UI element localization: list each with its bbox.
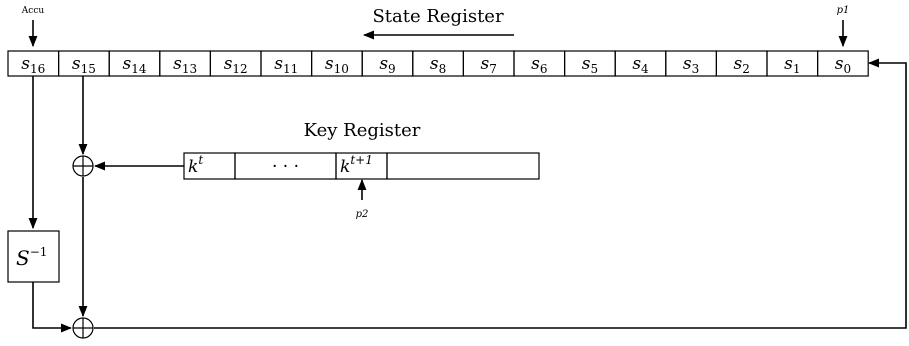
state-cell-label: s13 [173,54,197,76]
key-cell-label: kt [188,153,203,177]
p1-label: p1 [837,5,850,16]
xor-upper-icon [72,155,94,177]
state-cell-label: s10 [325,54,349,76]
xor-lower-icon [72,317,94,339]
key-cell-label: · · · [272,157,299,177]
state-cell-label: s9 [379,54,395,76]
state-cell-label: s14 [122,54,146,76]
state-cell-label: s7 [481,54,497,76]
feedback-line [94,58,907,329]
state-cell-label: s1 [784,54,800,76]
inverse-sbox-label: S−1 [16,245,47,270]
state-cell-label: s11 [274,54,298,76]
state-cell-label: s0 [835,54,851,76]
state-cell-label: s3 [683,54,699,76]
key-cell-label: kt+1 [340,153,373,177]
state-cell-label: s16 [21,54,45,76]
state-cell-label: s12 [224,54,248,76]
sbox-to-xor-line [32,282,73,333]
state-register-title: State Register [372,6,504,27]
state-cell-label: s6 [531,54,547,76]
state-cell-label: s5 [582,54,598,76]
key-register-row: kt · · · kt+1 [183,152,540,180]
state-register-row: s16 s15 s14 s13 s12 s11 s10 s9 s8 s7 s6 s5 s4 s3 s2 s1 s… [7,50,869,77]
key-register-title: Key Register [304,120,421,141]
p2-label: p2 [356,209,369,220]
state-cell-label: s15 [72,54,96,76]
state-cell-label: s8 [430,54,446,76]
state-cell-label: s2 [734,54,750,76]
state-cell-label: s4 [632,54,649,76]
accu-label: Accu [21,6,45,16]
key-cell-box [386,152,540,180]
